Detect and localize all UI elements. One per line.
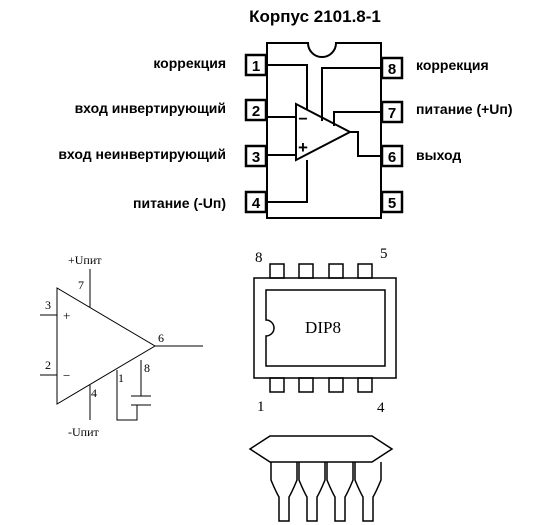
dip8-top-lead	[298, 263, 314, 279]
dip8-body	[253, 277, 397, 379]
dip8-side-lead-1	[270, 462, 298, 522]
dip8-corner-1: 1	[257, 399, 265, 415]
schematic-pin-8: 8	[144, 361, 150, 375]
dip8-bottom-lead	[269, 377, 285, 393]
pinout-minus-sign: −	[298, 111, 307, 128]
pin-box-3	[244, 144, 268, 168]
label-pin-4: питание (-Uп)	[133, 195, 226, 211]
dip8-name: DIP8	[305, 318, 341, 337]
label-pin-8: коррекция	[416, 57, 489, 73]
ic-body	[266, 42, 382, 219]
schematic-pin-4: 4	[91, 386, 97, 400]
dip8-side-lead-3	[326, 462, 354, 522]
wire-pin1	[267, 64, 308, 110]
label-pin-2: вход инвертирующий	[75, 100, 226, 116]
label-pin-3: вход неинвертирующий	[58, 146, 226, 162]
schematic-pin-2: 2	[45, 358, 51, 372]
dip8-side-lead-2	[298, 462, 326, 522]
pin-number-7: 7	[388, 105, 396, 122]
pin-box-6	[380, 144, 404, 168]
pin-box-1	[244, 53, 268, 77]
wire-pin7	[333, 111, 381, 126]
schematic-pin-6: 6	[158, 331, 164, 345]
schematic-supply-pos: +Uпит	[68, 253, 102, 267]
dip8-inner-outline	[265, 289, 386, 367]
dip8-side-lead-4	[354, 462, 382, 522]
pin-number-5: 5	[388, 195, 396, 212]
pin-box-4	[244, 190, 268, 214]
label-pin-7: питание (+Uп)	[416, 101, 513, 117]
schematic-pin-7: 7	[78, 278, 84, 292]
pin-number-1: 1	[252, 58, 260, 75]
dip8-bottom-lead	[328, 377, 344, 393]
dip8-corner-8: 8	[255, 250, 263, 266]
schematic-symbol	[40, 269, 203, 421]
label-pin-1: коррекция	[153, 55, 226, 71]
pin-number-8: 8	[388, 61, 396, 78]
schematic-pin-1: 1	[118, 371, 124, 385]
wire-pin4	[267, 160, 308, 203]
pin-number-6: 6	[388, 149, 396, 166]
schematic-minus-sign: −	[63, 368, 70, 383]
pin-box-7	[380, 100, 404, 124]
dip8-corner-5: 5	[380, 246, 388, 262]
schematic-plus-sign: +	[63, 308, 70, 323]
pin-box-5	[380, 190, 404, 214]
dip8-top-view	[253, 263, 397, 393]
pin-box-2	[244, 98, 268, 122]
dip8-corner-4: 4	[377, 400, 385, 416]
dip8-top-lead	[357, 263, 373, 279]
dip8-top-lead	[269, 263, 285, 279]
pinout-plus-sign: +	[298, 138, 308, 157]
pin-number-3: 3	[252, 149, 260, 166]
schematic-corr-wire-1	[116, 370, 138, 421]
dip8-bottom-lead	[357, 377, 373, 393]
pin-box-8	[380, 56, 404, 80]
label-pin-6: выход	[416, 147, 461, 163]
dip8-side-view	[248, 435, 394, 522]
dip8-bottom-lead	[298, 377, 314, 393]
wire-pin6	[350, 131, 381, 157]
dip8-side-body	[248, 435, 394, 463]
schematic-supply-neg: -Uпит	[68, 425, 100, 439]
dip8-top-lead	[328, 263, 344, 279]
schematic-opamp-triangle	[56, 287, 156, 405]
package-title: Корпус 2101.8-1	[249, 7, 381, 26]
pin-number-4: 4	[252, 195, 261, 212]
pin-number-2: 2	[252, 103, 260, 120]
wire-pin8	[321, 67, 381, 121]
pinout-diagram	[244, 42, 404, 219]
schematic-pin-3: 3	[45, 298, 51, 312]
